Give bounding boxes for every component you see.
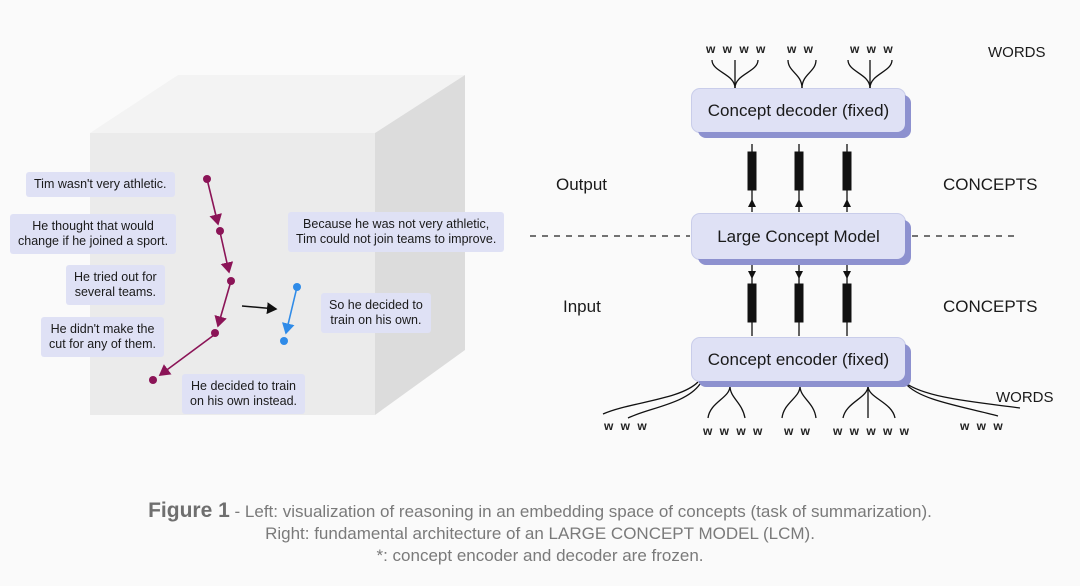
caption-line-3: *: concept encoder and decoder are froze… bbox=[376, 546, 704, 565]
story-point-1 bbox=[203, 175, 211, 183]
summary-point-2 bbox=[280, 337, 288, 345]
input-concept-links bbox=[747, 264, 852, 336]
story-arrow-1 bbox=[206, 178, 222, 226]
story-arrow-2 bbox=[219, 231, 234, 274]
output-word-group-2: w w bbox=[787, 42, 816, 56]
story-sentence-3: He tried out for several teams. bbox=[66, 265, 165, 305]
summary-arrow bbox=[282, 286, 298, 335]
input-word-group-1: w w w bbox=[604, 419, 649, 433]
concept-decoder-box: Concept decoder (fixed) bbox=[692, 89, 905, 132]
concepts-label-input: CONCEPTS bbox=[943, 297, 1038, 316]
large-concept-model-box: Large Concept Model bbox=[692, 214, 905, 259]
concept-decoder-label: Concept decoder (fixed) bbox=[707, 100, 890, 120]
figure-caption: Figure 1 - Left: visualization of reason… bbox=[0, 500, 1080, 567]
input-word-group-5: w w w bbox=[960, 419, 1005, 433]
summary-sentence-2: So he decided to train on his own. bbox=[321, 293, 431, 333]
summary-sentence-1: Because he was not very athletic, Tim co… bbox=[288, 212, 505, 252]
output-concept-links bbox=[747, 144, 852, 212]
input-word-group-3: w w bbox=[784, 424, 813, 438]
caption-line-1: Figure 1 - Left: visualization of reason… bbox=[0, 500, 1080, 523]
bottom-word-braces bbox=[602, 381, 1021, 419]
story-sentence-4: He didn't make the cut for any of them. bbox=[41, 317, 164, 357]
figure-label: Figure 1 bbox=[148, 499, 230, 522]
output-label: Output bbox=[556, 175, 608, 194]
large-concept-model-label: Large Concept Model bbox=[717, 226, 880, 246]
story-points bbox=[149, 175, 235, 384]
story-point-2 bbox=[216, 227, 224, 235]
concept-encoder-box: Concept encoder (fixed) bbox=[692, 338, 905, 381]
story-path bbox=[158, 178, 234, 376]
concepts-label-output: CONCEPTS bbox=[943, 175, 1038, 194]
summary-point-1 bbox=[293, 283, 301, 291]
story-arrow-3 bbox=[214, 280, 232, 328]
story-arrow-4 bbox=[158, 334, 215, 376]
concept-encoder-label: Concept encoder (fixed) bbox=[707, 349, 890, 369]
story-point-5 bbox=[149, 376, 157, 384]
input-word-group-4: w w w w w bbox=[833, 424, 912, 438]
story-point-4 bbox=[211, 329, 219, 337]
caption-line-1-text: - Left: visualization of reasoning in an… bbox=[229, 502, 932, 521]
input-word-group-2: w w w w bbox=[703, 424, 765, 438]
story-sentence-1: Tim wasn't very athletic. bbox=[26, 172, 175, 197]
story-point-3 bbox=[227, 277, 235, 285]
words-label-output: WORDS bbox=[988, 44, 1046, 61]
story-sentence-2: He thought that would change if he joine… bbox=[10, 214, 177, 254]
output-word-group-1: w w w w bbox=[706, 42, 768, 56]
output-word-group-3: w w w bbox=[850, 42, 895, 56]
caption-line-2: Right: fundamental architecture of an LA… bbox=[265, 524, 815, 543]
top-word-braces bbox=[711, 59, 893, 89]
story-sentence-5: He decided to train on his own instead. bbox=[182, 374, 306, 414]
summarize-arrow bbox=[241, 302, 278, 315]
words-label-input: WORDS bbox=[996, 389, 1054, 406]
input-label: Input bbox=[563, 297, 601, 316]
